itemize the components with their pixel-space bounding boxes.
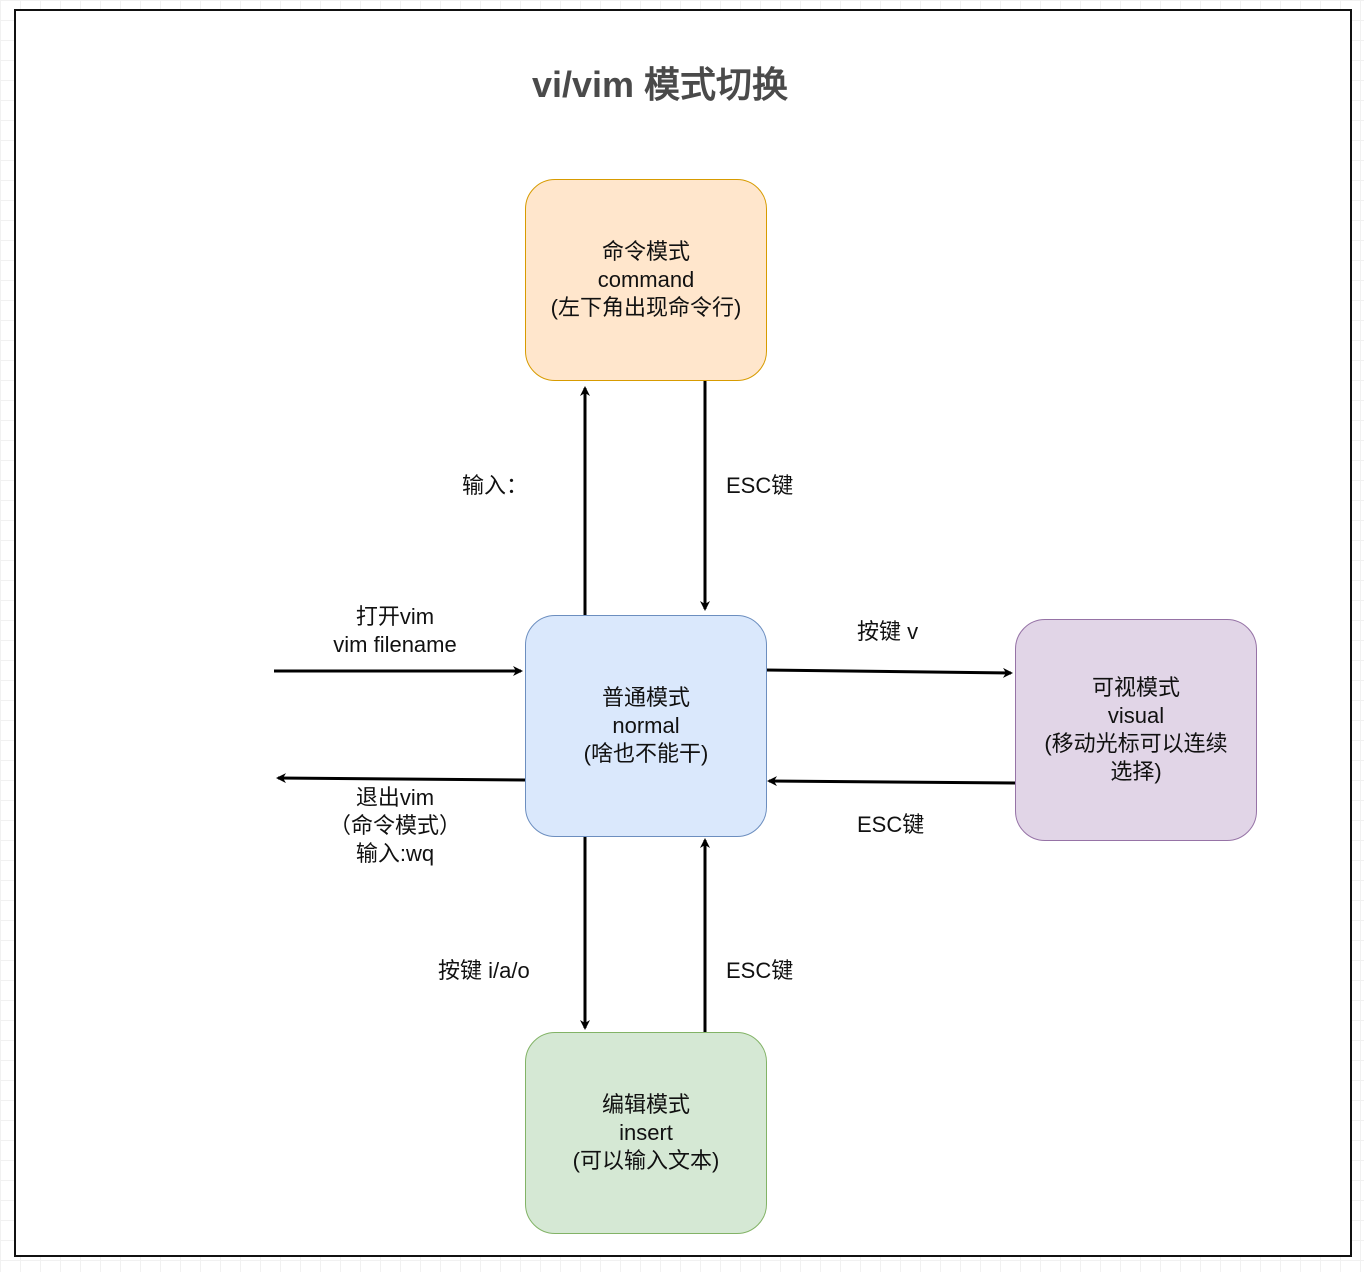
edge-exit-vim (276, 773, 526, 784)
node-insert-title: 编辑模式 (601, 1092, 690, 1117)
diagram-frame: vi/vim 模式切换 命令模式 (14, 9, 1352, 1257)
node-visual-mode: 可视模式 visual (移动光标可以连续 选择) (1015, 619, 1257, 841)
label-insert-to-normal: ESC键 (726, 958, 794, 983)
diagram-title: vi/vim 模式切换 (531, 64, 789, 105)
node-command-desc: (左下角出现命令行) (550, 295, 742, 320)
edges-layer (274, 380, 1016, 1033)
node-visual-name: visual (1107, 703, 1165, 728)
label-command-to-normal: ESC键 (726, 473, 794, 498)
node-insert-desc: (可以输入文本) (572, 1148, 720, 1173)
node-insert-mode: 编辑模式 insert (可以输入文本) (525, 1032, 767, 1234)
node-insert-name: insert (619, 1120, 673, 1145)
node-normal-name: normal (612, 713, 680, 738)
label-exit-vim-line3: 输入:wq (355, 841, 435, 866)
label-normal-to-insert: 按键 i/a/o (438, 958, 530, 983)
label-open-vim-line1: 打开vim (355, 604, 435, 629)
label-normal-to-visual: 按键 v (857, 619, 919, 644)
label-exit-vim-line1: 退出vim (355, 785, 435, 810)
node-visual-desc-cont: 选择) (1110, 759, 1162, 784)
edge-visual-to-normal (767, 776, 1016, 787)
node-visual-desc: (移动光标可以连续 (1044, 731, 1228, 756)
label-normal-to-command: 输入： (462, 473, 529, 498)
node-normal-desc: (啥也不能干) (583, 741, 709, 766)
label-visual-to-normal: ESC键 (857, 812, 925, 837)
node-visual-title: 可视模式 (1091, 675, 1180, 700)
label-open-vim-line2: vim filename (333, 632, 457, 657)
label-exit-vim: 退出vim （命令模式） 输入:wq (316, 784, 474, 868)
edge-normal-to-visual (764, 667, 1013, 678)
node-command-name: command (597, 267, 695, 292)
label-open-vim: 打开vim vim filename (316, 603, 474, 659)
node-command-title: 命令模式 (601, 239, 690, 264)
node-normal-title: 普通模式 (601, 685, 690, 710)
node-command-mode: 命令模式 command (左下角出现命令行) (525, 179, 767, 381)
node-normal-mode: 普通模式 normal (啥也不能干) (525, 615, 767, 837)
label-exit-vim-line2: （命令模式） (328, 813, 461, 838)
